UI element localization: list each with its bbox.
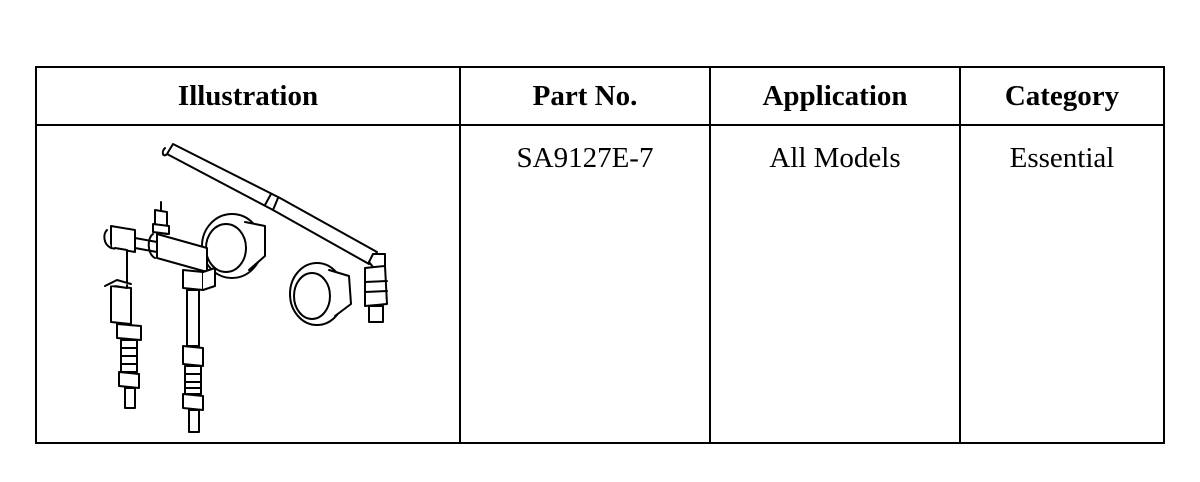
part-number-cell: SA9127E-7 <box>459 124 711 444</box>
application-cell: All Models <box>709 124 961 444</box>
header-part-no: Part No. <box>459 66 711 126</box>
header-application: Application <box>709 66 961 126</box>
category-cell: Essential <box>959 124 1165 444</box>
pressure-tester-adapter-kit-icon <box>103 143 388 433</box>
table-row: SA9127E-7 All Models Essential <box>35 124 1165 444</box>
illustration-cell <box>35 124 461 444</box>
table-header-row: Illustration Part No. Application Catego… <box>35 66 1165 126</box>
header-illustration: Illustration <box>35 66 461 126</box>
header-category: Category <box>959 66 1165 126</box>
parts-table: Illustration Part No. Application Catego… <box>35 66 1165 444</box>
